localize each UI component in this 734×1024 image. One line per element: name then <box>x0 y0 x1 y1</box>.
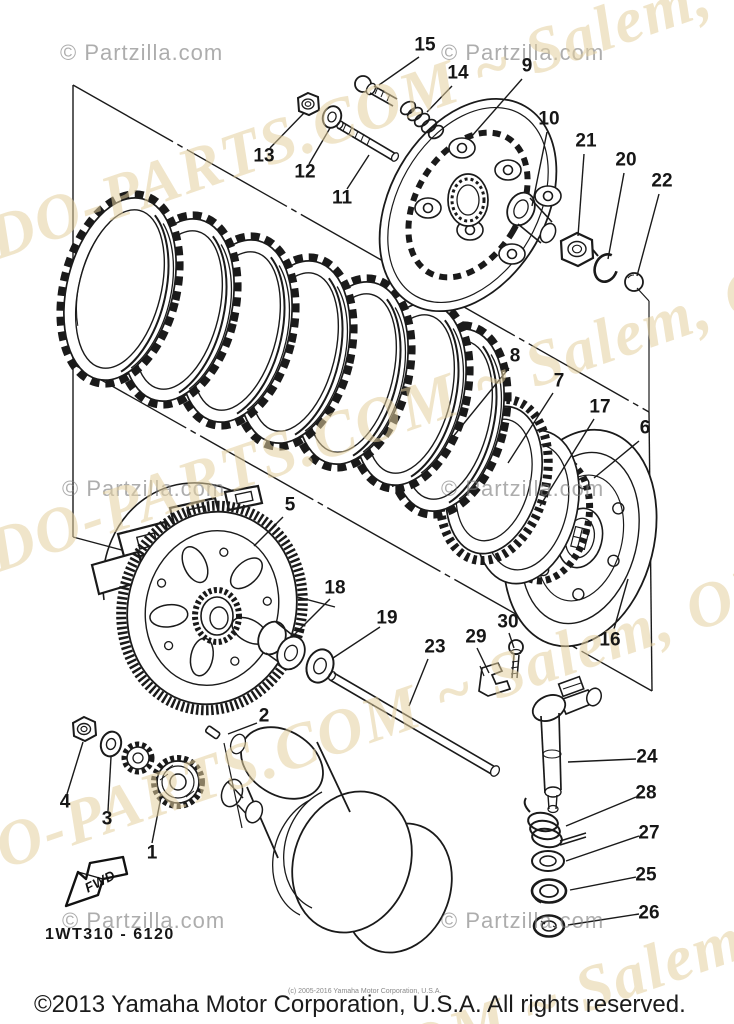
leader-line <box>565 796 637 827</box>
pushrod-group-drawing <box>327 639 524 777</box>
detail-line <box>223 742 243 829</box>
leader-line <box>476 647 490 674</box>
leader-line <box>567 913 640 926</box>
leader-lines <box>66 56 660 926</box>
leader-line <box>565 835 640 862</box>
leader-line <box>227 722 258 735</box>
diagram-code: 1WT310 - 6120 <box>45 926 175 943</box>
fine-print-copyright: (c) 2005-2016 Yamaha Motor Corporation, … <box>288 988 442 995</box>
leader-line <box>531 131 548 207</box>
leader-line <box>269 112 305 149</box>
leader-line <box>332 626 381 659</box>
pressure-plate-drawing <box>378 97 562 313</box>
leader-line <box>378 56 420 86</box>
primary-gear-group-drawing <box>71 715 221 809</box>
leader-line <box>151 796 162 844</box>
leader-line <box>567 758 637 763</box>
leader-line <box>346 154 370 190</box>
leader-line <box>66 741 84 795</box>
leader-line <box>613 578 629 630</box>
leader-line <box>577 153 585 237</box>
leader-line <box>593 440 640 479</box>
leader-line <box>507 392 554 464</box>
leader-line <box>569 876 637 891</box>
clutch-basket-drawing <box>90 482 308 716</box>
leader-line <box>539 418 595 507</box>
fwd-arrow <box>64 855 129 908</box>
crankshaft-drawing <box>220 726 453 954</box>
leader-line <box>408 658 429 707</box>
leader-line <box>308 127 331 165</box>
leader-line <box>508 632 515 649</box>
leader-line <box>292 598 331 637</box>
leader-line <box>107 756 112 812</box>
clutch-boss-drawing <box>435 394 658 648</box>
leader-line <box>253 516 284 547</box>
copyright-footer: ©2013 Yamaha Motor Corporation, U.S.A. A… <box>34 991 686 1018</box>
leader-line <box>470 78 523 138</box>
leader-line <box>451 367 510 439</box>
detail-line <box>636 287 650 302</box>
spacer-washer-drawing <box>257 620 335 684</box>
leader-line <box>607 172 625 260</box>
leader-line <box>426 85 453 113</box>
top-hardware-drawing <box>296 75 644 292</box>
push-lever-group-drawing <box>523 675 603 938</box>
leader-line <box>636 193 660 277</box>
